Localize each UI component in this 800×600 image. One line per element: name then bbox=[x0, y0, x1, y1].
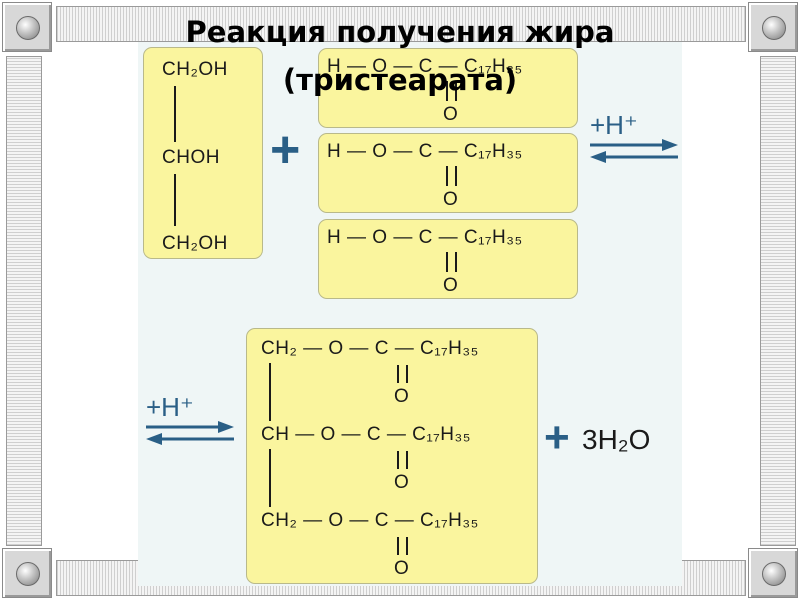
water-product: 3H₂O bbox=[582, 424, 651, 455]
stearic-acid-box-1: H — O — C — C₁₇H₃₅ O bbox=[318, 48, 578, 128]
plus-sign: + bbox=[544, 413, 570, 462]
product-bond-2 bbox=[269, 449, 271, 507]
frame-top-strip bbox=[56, 6, 746, 42]
double-bond bbox=[446, 81, 457, 101]
glycerol-row-1: CH₂OH bbox=[162, 59, 228, 80]
equilibrium-arrows-icon bbox=[590, 139, 678, 163]
double-bond bbox=[397, 537, 408, 555]
double-bond bbox=[446, 252, 457, 272]
acid-oxygen: O bbox=[443, 104, 459, 125]
plus-sign: + bbox=[270, 121, 301, 179]
catalyst-label: +H⁺ bbox=[590, 110, 638, 140]
glycerol-row-2: CHOH bbox=[162, 147, 220, 168]
glycerol-bond-1 bbox=[174, 86, 176, 142]
product-oxygen: O bbox=[394, 386, 410, 407]
acid-oxygen: O bbox=[443, 189, 459, 210]
product-row-2: CH — O — C — C₁₇H₃₅ bbox=[261, 424, 471, 445]
frame-corner-rivet-icon bbox=[748, 548, 798, 598]
tristearate-box: CH₂ — O — C — C₁₇H₃₅ O CH — O — C — C₁₇H… bbox=[246, 328, 538, 584]
slide-title: Реакция получения жира (тристеарата) bbox=[0, 8, 800, 104]
product-oxygen: O bbox=[394, 472, 410, 493]
double-bond bbox=[397, 365, 408, 383]
product-oxygen: O bbox=[394, 558, 410, 579]
acid-row: H — O — C — C₁₇H₃₅ bbox=[327, 141, 523, 162]
glycerol-bond-2 bbox=[174, 174, 176, 226]
equilibrium-arrows-icon bbox=[146, 421, 234, 445]
stearic-acid-box-2: H — O — C — C₁₇H₃₅ O bbox=[318, 133, 578, 213]
acid-row: H — O — C — C₁₇H₃₅ bbox=[327, 227, 523, 248]
double-bond bbox=[446, 166, 457, 186]
frame-left-strip bbox=[6, 56, 42, 546]
stearic-acid-box-3: H — O — C — C₁₇H₃₅ O bbox=[318, 219, 578, 299]
frame-corner-rivet-icon bbox=[748, 2, 798, 52]
frame-corner-rivet-icon bbox=[2, 2, 52, 52]
glycerol-box: CH₂OH CHOH CH₂OH bbox=[143, 47, 263, 259]
title-line-2: (тристеарата) bbox=[282, 63, 518, 97]
frame-right-strip bbox=[760, 56, 796, 546]
product-row-3: CH₂ — O — C — C₁₇H₃₅ bbox=[261, 510, 479, 531]
glycerol-row-3: CH₂OH bbox=[162, 233, 228, 254]
frame-corner-rivet-icon bbox=[2, 548, 52, 598]
product-bond-1 bbox=[269, 363, 271, 421]
reaction-panel: CH₂OH CHOH CH₂OH + H — O — C — C₁₇H₃₅ O … bbox=[138, 42, 682, 586]
acid-row: H — O — C — C₁₇H₃₅ bbox=[327, 56, 523, 77]
double-bond bbox=[397, 451, 408, 469]
catalyst-label: +H⁺ bbox=[146, 392, 194, 422]
acid-oxygen: O bbox=[443, 275, 459, 296]
title-line-1: Реакция получения жира bbox=[185, 15, 615, 49]
product-row-1: CH₂ — O — C — C₁₇H₃₅ bbox=[261, 338, 479, 359]
